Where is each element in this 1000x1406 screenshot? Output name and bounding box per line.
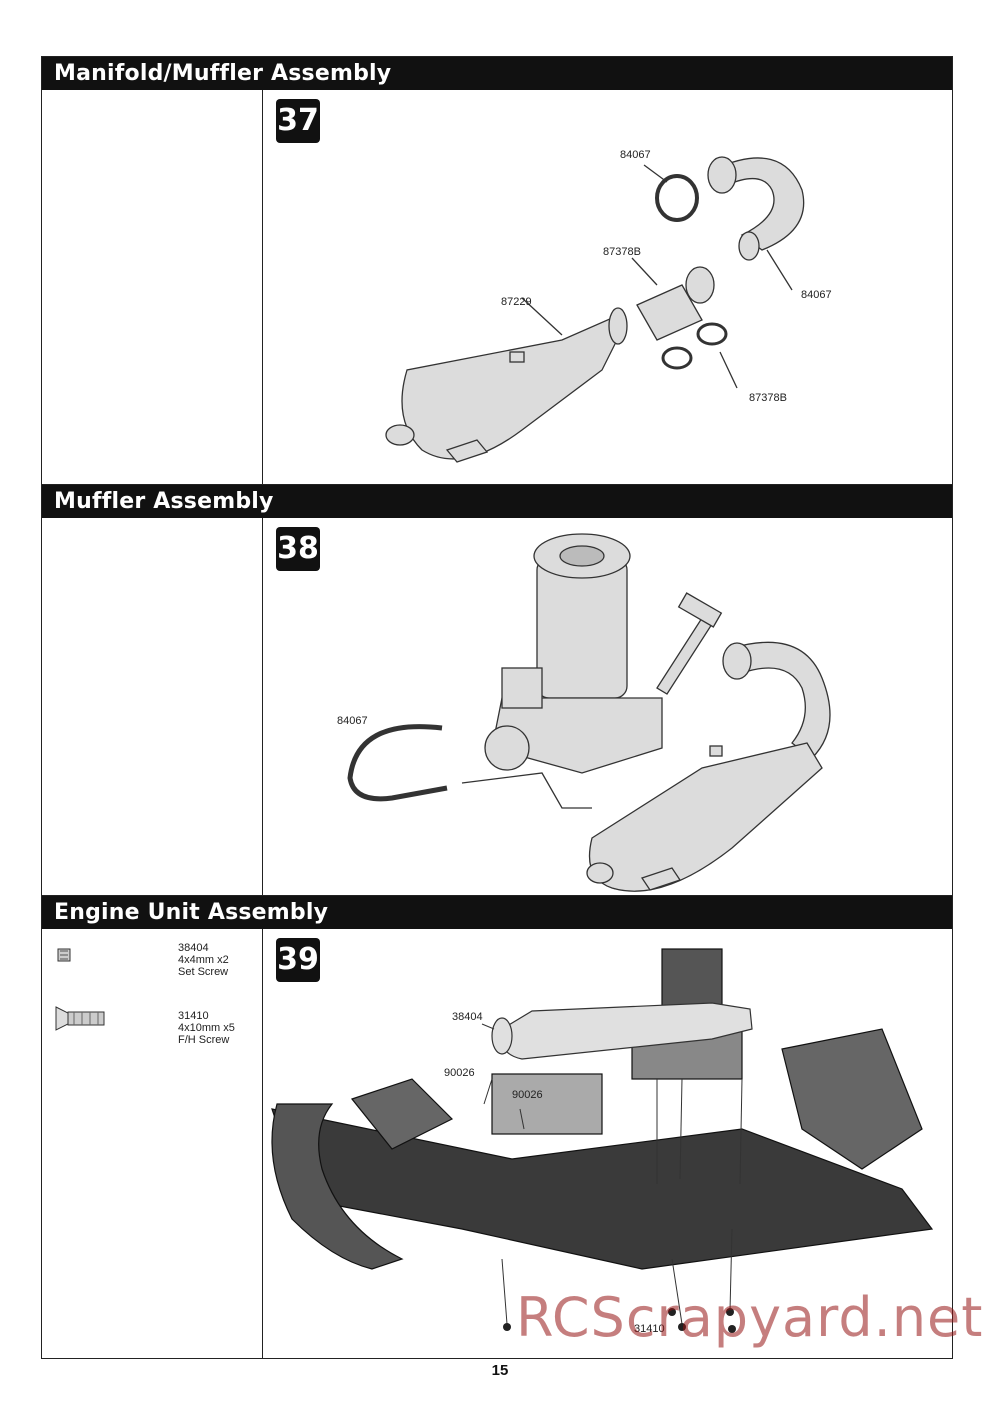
hardware-name: Set Screw <box>178 966 229 978</box>
o-ring <box>655 174 699 222</box>
hardware-column <box>42 518 263 895</box>
hardware-code: 38404 <box>178 942 209 954</box>
section-manifold-muffler: Manifold/Muffler Assembly 37 <box>41 56 953 485</box>
manifold-muffler-illustration <box>385 156 805 463</box>
hardware-icons <box>55 948 105 1031</box>
clamp-1 <box>661 346 693 370</box>
front-bumper <box>271 1103 404 1270</box>
part-label: 84067 <box>337 715 368 727</box>
step-number-badge: 38 <box>276 527 320 571</box>
part-label: 90026 <box>512 1089 543 1101</box>
muffler-tip <box>385 424 415 446</box>
watermark-text: RCScrapyard.net <box>516 1286 984 1349</box>
muffler-body <box>401 317 623 460</box>
chassis-illustration <box>271 948 934 1333</box>
hardware-item: 38404 4x4mm x2 Set Screw <box>178 942 229 978</box>
hardware-name: F/H Screw <box>178 1034 230 1046</box>
hardware-size: 4x4mm x2 <box>178 954 229 966</box>
muffler-inlet <box>608 307 628 345</box>
coupler-hose <box>636 284 703 341</box>
section-title: Engine Unit Assembly <box>42 896 952 929</box>
flywheel <box>484 725 530 771</box>
part-label: 38404 <box>452 1011 483 1023</box>
part-label: 90026 <box>444 1067 475 1079</box>
illustration-area: 37 <box>262 90 952 484</box>
part-label: 31410 <box>634 1323 665 1335</box>
step-number-badge: 39 <box>276 938 320 982</box>
engine-muffler-illustration <box>347 533 831 892</box>
front-suspension <box>350 1078 454 1150</box>
section-title: Muffler Assembly <box>42 485 952 518</box>
hardware-column <box>42 90 263 484</box>
muffler-spring <box>347 724 448 802</box>
flat-head-screw-icon <box>55 1006 69 1031</box>
coupler-end <box>685 266 715 304</box>
manifold-pipe <box>716 157 805 251</box>
section-title: Manifold/Muffler Assembly <box>42 57 952 90</box>
step-number-badge: 37 <box>276 99 320 143</box>
muffler-outlet <box>445 439 489 463</box>
illustration-area: 38 <box>262 518 952 895</box>
rear-suspension <box>781 1028 923 1170</box>
hardware-item: 31410 4x10mm x5 F/H Screw <box>178 1010 235 1046</box>
hardware-column: 38404 4x4mm x2 Set Screw 31410 4x10mm x5… <box>42 929 263 1358</box>
manifold-end <box>707 156 737 194</box>
part-label: 84067 <box>801 289 832 301</box>
hardware-size: 4x10mm x5 <box>178 1022 235 1034</box>
part-label: 87378B <box>749 392 787 404</box>
manifold-outlet <box>738 231 760 261</box>
section-engine-unit: Engine Unit Assembly 38404 4x4mm x2 Set … <box>41 895 953 1359</box>
chassis-plate <box>271 1108 934 1270</box>
radio-box <box>491 1073 603 1135</box>
illustration-area: 39 <box>262 929 952 1358</box>
hardware-code: 31410 <box>178 1010 209 1022</box>
section-muffler: Muffler Assembly 38 <box>41 484 953 896</box>
part-label: 84067 <box>620 149 651 161</box>
muffler-body <box>588 742 823 892</box>
part-label: 87378B <box>603 246 641 258</box>
carburetor <box>501 667 543 709</box>
muffler-tab <box>509 351 525 363</box>
glow-tool <box>656 617 713 695</box>
page-number: 15 <box>491 1362 509 1379</box>
part-label: 87229 <box>501 296 532 308</box>
clamp-2 <box>696 322 728 346</box>
engine-head <box>536 557 628 699</box>
